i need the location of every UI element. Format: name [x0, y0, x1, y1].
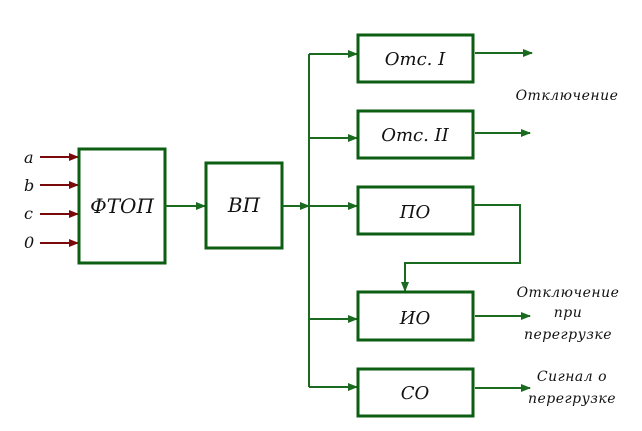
- input-label-a: a: [24, 148, 34, 167]
- input-b: b: [24, 176, 79, 195]
- block-po: ПО: [356, 185, 475, 236]
- overload-signal-line-2: перегрузке: [528, 391, 616, 407]
- input-c: c: [24, 204, 79, 223]
- input-label-c: c: [24, 204, 33, 223]
- output-label-overload-trip: Отключение при перегрузке: [517, 285, 620, 343]
- block-ftop-label: ФТОП: [90, 194, 154, 218]
- output-label-trip: Отключение: [516, 88, 619, 104]
- block-ots2-label: Отс. II: [381, 125, 449, 146]
- overload-signal-line-1: Сигнал о: [537, 369, 607, 385]
- input-label-0: 0: [24, 233, 34, 252]
- overload-trip-line-1: Отключение: [517, 285, 620, 301]
- block-io-frame: [356, 290, 475, 342]
- block-ots1: Отс. I: [356, 33, 475, 84]
- block-ftop: ФТОП: [77, 147, 167, 265]
- overload-trip-line-2: при: [554, 305, 583, 321]
- wire-po-to-io: [401, 204, 521, 292]
- input-label-b: b: [24, 176, 34, 195]
- overload-trip-line-3: перегрузке: [524, 327, 612, 343]
- block-so-label: СО: [401, 383, 430, 404]
- block-ftop-frame: [77, 147, 167, 265]
- block-vp-label: ВП: [227, 193, 261, 217]
- block-po-frame: [356, 185, 475, 236]
- block-io: ИО: [356, 290, 475, 342]
- block-ots2: Отс. II: [356, 109, 475, 160]
- input-a: a: [24, 148, 79, 167]
- block-ots1-label: Отс. I: [385, 49, 446, 70]
- block-po-label: ПО: [399, 202, 431, 223]
- block-ots1-frame: [356, 33, 475, 84]
- output-label-overload-signal: Сигнал о перегрузке: [528, 369, 616, 407]
- block-so-frame: [356, 367, 475, 418]
- input-0: 0: [24, 233, 79, 252]
- block-io-label: ИО: [399, 308, 431, 329]
- block-so: СО: [356, 367, 475, 418]
- block-ots2-frame: [356, 109, 475, 160]
- block-vp: ВП: [204, 161, 284, 250]
